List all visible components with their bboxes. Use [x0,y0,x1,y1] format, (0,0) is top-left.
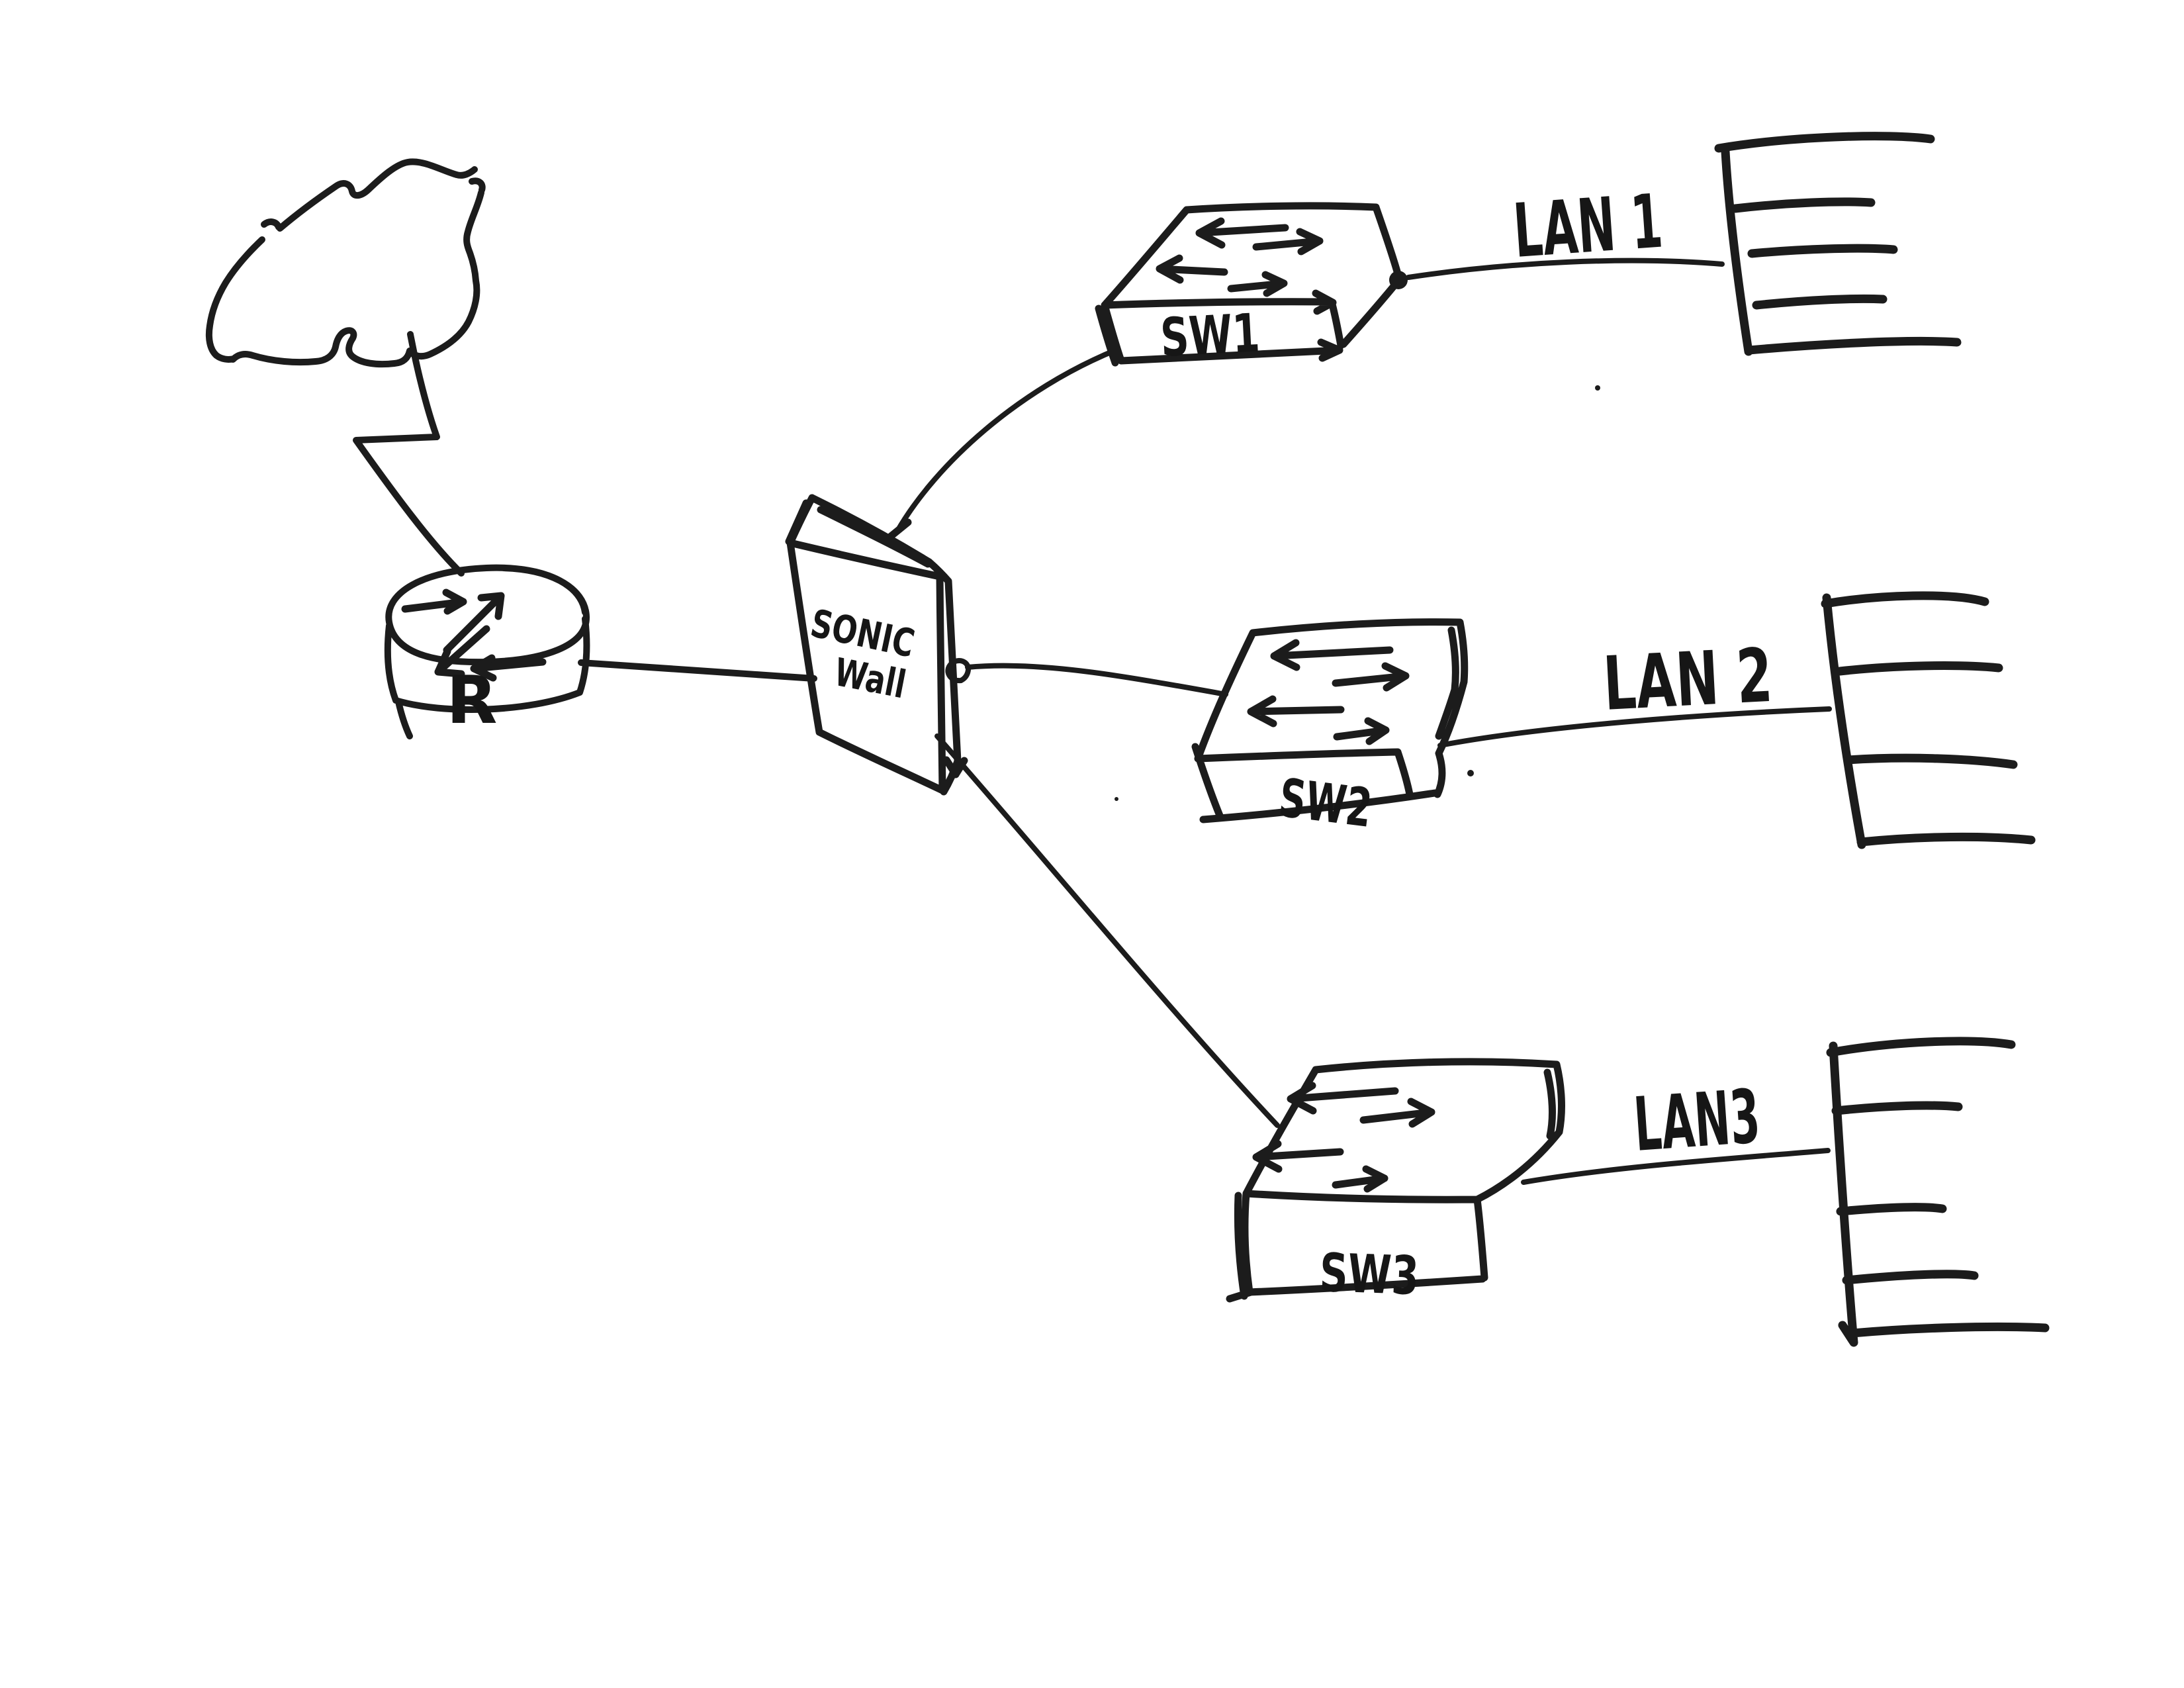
firewall-box-icon [785,494,968,796]
lan3-bus-icon [1826,1037,2050,1347]
switch2-node: SW2 [1191,618,1469,839]
firewall-port-loop-icon [945,658,971,684]
link-sw3-to-lan3 [1521,1148,1831,1185]
switch3-label: SW3 [1318,1242,1420,1307]
zigzag-wan-link-line [353,331,465,577]
switch2-label: SW2 [1276,767,1375,839]
router-firewall-link-line [578,659,817,682]
lan2-label: LAN 2 [1602,633,1774,727]
lan2-bus-icon [1821,591,2036,849]
link-internet-to-router [353,331,465,577]
speck [1115,797,1118,801]
link-router-to-firewall [578,659,817,682]
router-arrow-west-icon [470,654,547,682]
router-arrow-ne-icon [443,592,505,654]
firewall-sw1-link-line [895,347,1120,534]
switch3-box-icon [1226,1058,1565,1303]
internet-cloud-node [205,158,486,368]
switch1-box-icon [1095,202,1403,367]
link-firewall-to-sw2 [965,663,1228,697]
router-node: R [384,564,590,739]
router-arrow-east-icon [401,588,467,615]
lan3-node: LAN3 [1631,1037,2050,1347]
speck [1595,385,1600,391]
switch1-node: SW1 [1095,202,1408,369]
link-sw2-to-lan2 [1437,706,1832,748]
scan-noise-specks [1115,385,1600,801]
sw2-lan2-link-line [1437,706,1832,748]
lan1-bus-icon [1714,132,1962,356]
sw3-lan3-link-line [1521,1148,1831,1185]
link-firewall-to-sw3 [934,733,1280,1128]
cloud-icon [205,158,486,368]
link-firewall-to-sw1 [895,347,1120,534]
switch1-arrows-icon [1156,217,1324,297]
switch1-label: SW1 [1159,302,1261,369]
switch3-node: SW3 [1226,1058,1565,1307]
switch2-arrows-icon [1247,639,1410,745]
lan1-label: LAN 1 [1511,179,1666,275]
router-label: R [446,661,497,739]
sw1-lan1-link-line [1406,258,1725,280]
firewall-sw3-link-line [934,733,1280,1128]
firewall-node: SONIC Wall [785,494,971,796]
lan1-node: LAN 1 [1511,132,1962,356]
switch2-box-icon [1191,618,1469,823]
lan2-node: LAN 2 [1602,591,2036,849]
switch3-arrows-icon [1252,1082,1435,1193]
router-cylinder-icon [384,564,590,739]
firewall-sw2-link-line [965,663,1228,697]
switch1-port-dot [1389,271,1408,289]
router-arrow-sw-icon [434,625,490,678]
speck [1467,770,1474,776]
lan3-label: LAN3 [1631,1074,1763,1168]
link-sw1-to-lan1 [1406,258,1725,280]
